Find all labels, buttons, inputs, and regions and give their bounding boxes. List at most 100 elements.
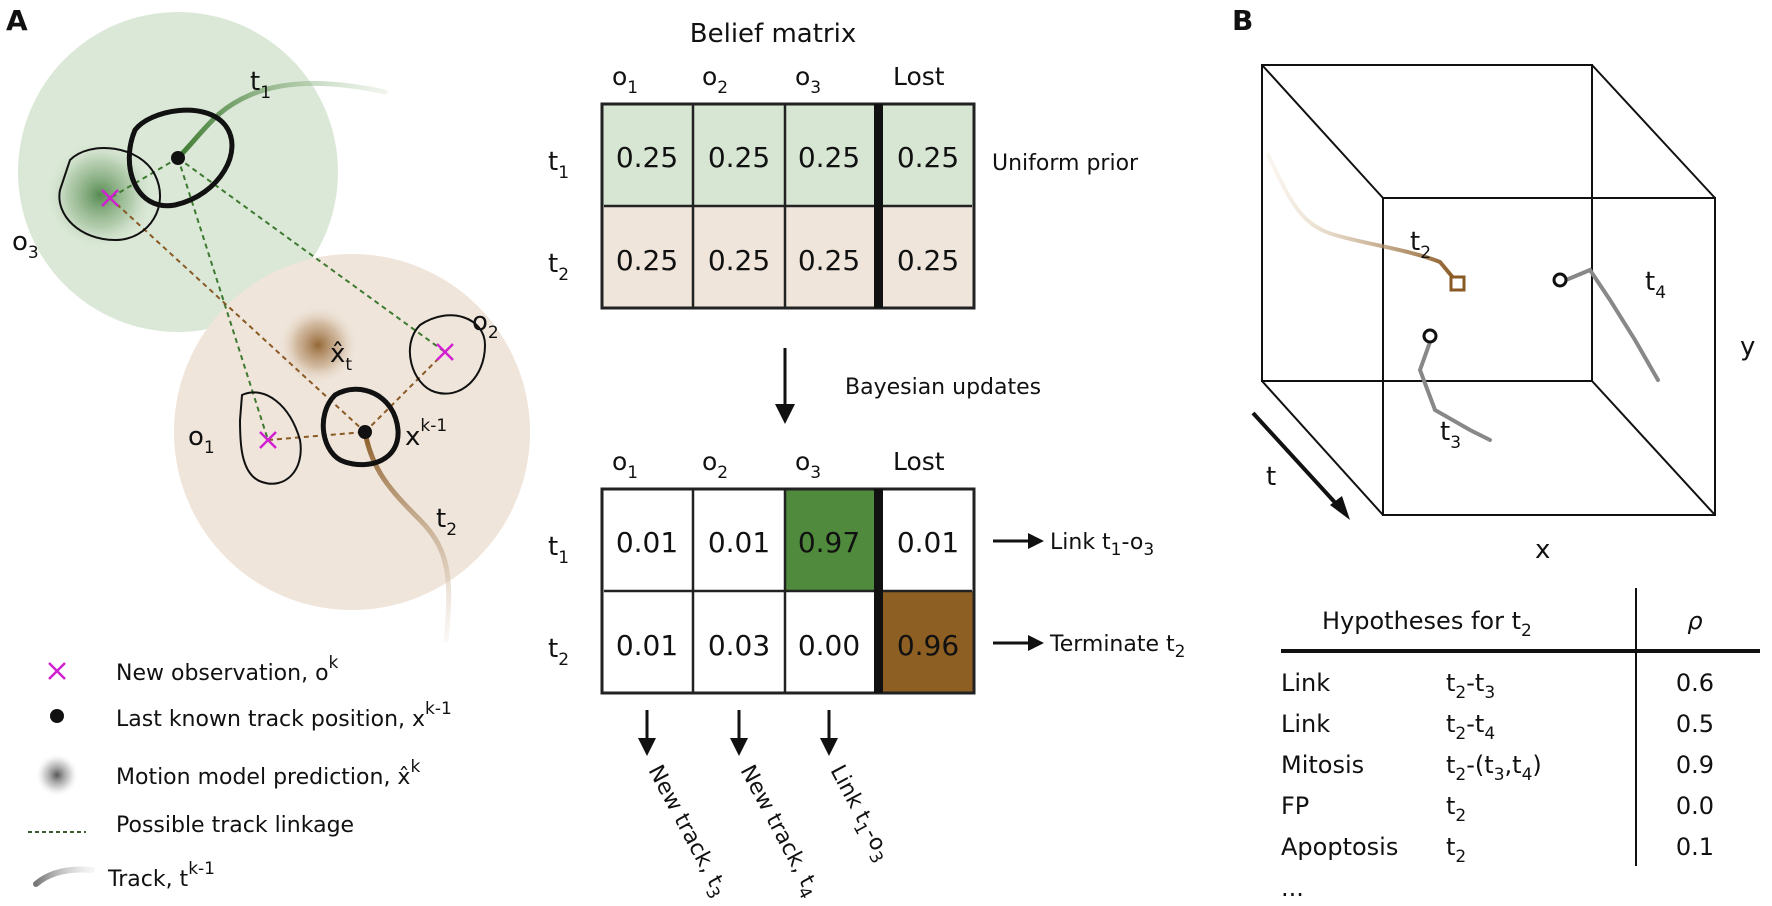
table-row-rho: 0.0 — [1676, 792, 1714, 820]
posterior-cell: 0.00 — [798, 629, 860, 662]
post-col-o2: o2 — [702, 447, 728, 483]
table-row-type: Apoptosis — [1281, 833, 1398, 861]
posterior-lost-cell-bg — [883, 591, 974, 693]
track-b-t2-label: t2 — [1410, 227, 1431, 263]
prior-cell: 0.25 — [616, 141, 678, 174]
spacetime-cube — [1261, 64, 1716, 516]
possible-linkages — [109, 157, 446, 441]
track-b-t4-start-marker — [1552, 272, 1568, 288]
belief-matrix-title: Belief matrix — [690, 19, 856, 49]
track-icon — [33, 866, 95, 887]
table-header-rho: ρ — [1687, 607, 1702, 635]
track-b-t4-path — [1564, 267, 1660, 382]
legend-item-track: Track, tk-1 — [107, 859, 215, 892]
row-outcome-arrowhead-2 — [1028, 635, 1044, 651]
posterior-cell: 0.97 — [798, 526, 860, 559]
last-position-label: xk-1 — [405, 416, 447, 452]
blur-icon — [35, 753, 79, 797]
post-col-o1: o1 — [612, 447, 638, 483]
prior-cell: 0.25 — [897, 244, 959, 277]
observation-o1-label: o1 — [188, 422, 215, 458]
table-row-hypothesis: t2-t4 — [1446, 710, 1495, 744]
prior-cell: 0.25 — [798, 244, 860, 277]
track-t2-label: t2 — [436, 504, 457, 540]
table-row-type: Mitosis — [1281, 751, 1364, 779]
posterior-row-t1: t1 — [548, 532, 569, 568]
prior-col-lost: Lost — [893, 62, 945, 91]
legend-item-linkage: Possible track linkage — [116, 813, 354, 838]
posterior-column-headers: o1 o2 o3 Lost — [612, 447, 945, 483]
track-t1-head-outline — [126, 107, 235, 209]
track-b-t2-path — [1266, 153, 1457, 282]
track-t2-head-outline — [320, 386, 401, 468]
axis-x-label: x — [1535, 535, 1550, 565]
col-outcome-new-track-t4: New track, t4 — [730, 761, 824, 903]
observation-o2-label: o2 — [472, 307, 499, 343]
track-b-t3-start-marker — [1422, 328, 1438, 344]
posterior-cell: 0.01 — [616, 629, 678, 662]
posterior-matrix: 0.01 0.01 0.97 0.01 0.01 0.03 0.00 0.96 — [600, 487, 976, 695]
prior-row-t1: t1 — [548, 147, 569, 183]
t1-last-position-dot — [171, 151, 185, 165]
table-header-hypotheses: Hypotheses for t2 — [1322, 607, 1532, 641]
bayesian-updates-label: Bayesian updates — [845, 375, 1041, 400]
dot-icon — [50, 709, 64, 723]
posterior-cell: 0.01 — [708, 526, 770, 559]
t2-last-position-dot — [358, 425, 372, 439]
observation-crosses — [101, 189, 454, 449]
table-row-rho: 0.9 — [1676, 751, 1714, 779]
post-col-lost: Lost — [893, 447, 945, 476]
observation-o1-outline — [238, 391, 302, 485]
col-outcome-link: Link t1-o3 — [820, 761, 895, 867]
prediction-label: x̂t — [330, 339, 352, 375]
posterior-border — [600, 487, 976, 695]
table-row-rho: 0.1 — [1676, 833, 1714, 861]
col-outcome-new-track-t3: New track, t3 — [638, 761, 732, 903]
table-ellipsis: ... — [1281, 874, 1304, 902]
time-arrow-shaft — [1251, 411, 1342, 510]
legend-item-prediction: Motion model prediction, x̂k — [116, 757, 420, 790]
prior-lost-separator — [874, 104, 883, 308]
panel-b-label: B — [1232, 4, 1253, 37]
track-t2-gate — [174, 254, 530, 610]
table-row-hypothesis: t2-(t3,t4) — [1446, 751, 1542, 785]
prior-col-o2: o2 — [702, 62, 728, 98]
prior-border — [600, 102, 976, 310]
update-arrow-head — [775, 404, 795, 424]
prior-cell: 0.25 — [708, 141, 770, 174]
table-row-hypothesis: t2-t3 — [1446, 669, 1495, 703]
prior-column-headers: o1 o2 o3 Lost — [612, 62, 945, 98]
table-row-rho: 0.5 — [1676, 710, 1714, 738]
hypotheses-table: Hypotheses for t2 ρ Link t2-t3 0.6 Link … — [1281, 588, 1760, 902]
posterior-link-cell-bg — [785, 489, 874, 591]
table-row-type: Link — [1281, 710, 1330, 738]
post-col-o3: o3 — [795, 447, 821, 483]
prior-cell: 0.25 — [616, 244, 678, 277]
posterior-cell: 0.01 — [616, 526, 678, 559]
uniform-prior-label: Uniform prior — [992, 151, 1139, 176]
axis-t-label: t — [1266, 462, 1276, 492]
table-row-type: FP — [1281, 792, 1309, 820]
posterior-cell: 0.01 — [897, 526, 959, 559]
observation-o3-label: o3 — [12, 227, 39, 263]
table-row-type: Link — [1281, 669, 1330, 697]
legend-item-last-position: Last known track position, xk-1 — [116, 699, 452, 732]
prior-row-t2-bg — [602, 206, 974, 308]
prior-row-t1-bg — [602, 104, 974, 206]
prior-col-o1: o1 — [612, 62, 638, 98]
observation-o2-outline — [409, 314, 487, 395]
posterior-cell: 0.03 — [708, 629, 770, 662]
prior-row-t2: t2 — [548, 249, 569, 285]
posterior-row-t2: t2 — [548, 634, 569, 670]
axis-y-label: y — [1740, 332, 1755, 362]
cross-icon — [48, 662, 66, 680]
posterior-lost-separator — [874, 489, 883, 693]
row-outcome-arrowhead-1 — [1028, 533, 1044, 549]
track-b-t2-end-marker — [1449, 275, 1466, 292]
legend: New observation, ok Last known track pos… — [28, 653, 452, 892]
track-b-t3-label: t3 — [1440, 417, 1461, 453]
prior-cell: 0.25 — [798, 141, 860, 174]
track-b-t3-path — [1417, 340, 1492, 442]
panel-a-label: A — [6, 4, 28, 37]
